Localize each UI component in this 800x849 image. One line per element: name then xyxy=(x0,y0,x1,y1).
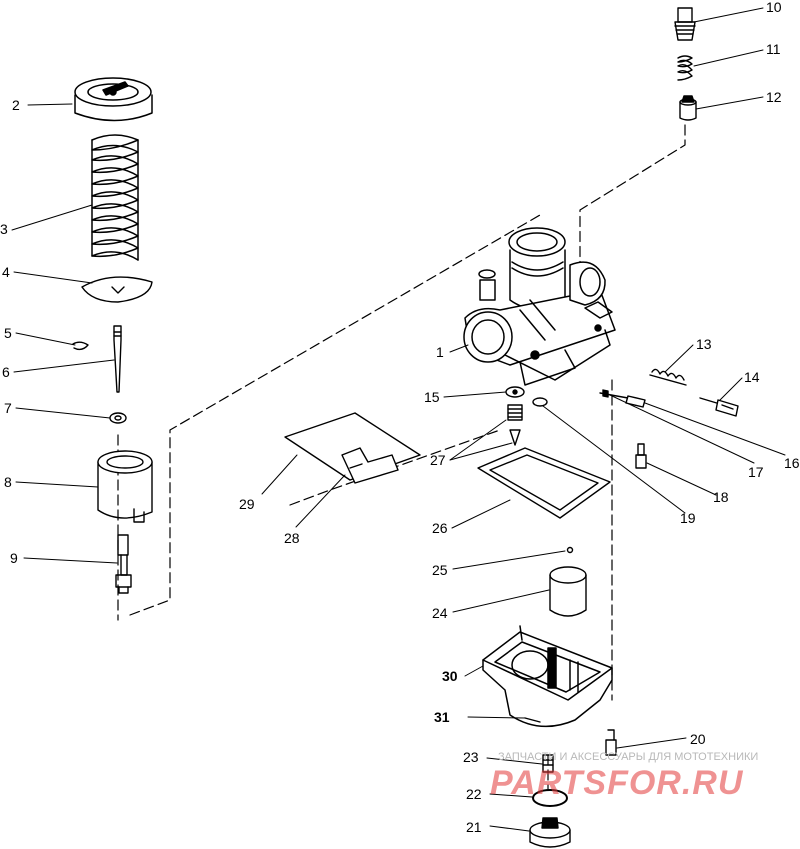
part-27-needle-valve xyxy=(507,404,523,446)
callout-9: 9 xyxy=(10,550,18,566)
callout-12: 12 xyxy=(766,89,782,105)
part-23-main-jet xyxy=(542,754,554,773)
watermark-site: PARTSFOR.RU xyxy=(490,764,744,802)
part-18-drain-screw xyxy=(635,443,647,469)
callout-3: 3 xyxy=(0,221,8,237)
callout-23: 23 xyxy=(463,749,479,765)
callout-1: 1 xyxy=(436,344,444,360)
part-21-plug xyxy=(529,817,571,848)
part-20-screw xyxy=(605,729,617,756)
callout-27: 27 xyxy=(430,452,446,468)
assembly-centerlines xyxy=(117,124,686,791)
part-4-plate xyxy=(81,276,153,303)
part-10-adjuster xyxy=(674,7,696,41)
callout-31: 31 xyxy=(434,709,450,725)
part-3-spring xyxy=(91,134,139,261)
part-7-washer xyxy=(109,412,127,424)
callout-11: 11 xyxy=(766,41,781,57)
callout-13: 13 xyxy=(696,336,712,352)
watermark-tagline: ЗАПЧАСТИ И АКСЕССУАРЫ ДЛЯ МОТОТЕХНИКИ xyxy=(498,751,759,763)
part-26-bowl-gasket xyxy=(477,447,611,519)
callout-2: 2 xyxy=(12,97,20,113)
part-9-needle-jet xyxy=(115,534,132,594)
callout-26: 26 xyxy=(432,520,448,536)
callout-4: 4 xyxy=(2,264,10,280)
part-30-float-bowl xyxy=(482,625,613,728)
callout-20: 20 xyxy=(690,731,706,747)
part-24-float xyxy=(549,566,587,617)
callout-22: 22 xyxy=(466,786,482,802)
callout-18: 18 xyxy=(713,489,729,505)
callout-5: 5 xyxy=(4,325,12,341)
callout-21: 21 xyxy=(466,819,482,835)
callout-7: 7 xyxy=(4,400,12,416)
callout-17: 17 xyxy=(748,464,764,480)
callout-25: 25 xyxy=(432,562,448,578)
callout-15: 15 xyxy=(424,389,440,405)
callout-24: 24 xyxy=(432,605,448,621)
part-31-drain-tube xyxy=(524,717,541,723)
part-11-spring xyxy=(677,55,693,81)
part-5-clip xyxy=(72,341,89,351)
callout-10: 10 xyxy=(766,0,782,15)
callout-14: 14 xyxy=(744,369,760,385)
part-28-float-arm xyxy=(341,447,399,484)
callout-16: 16 xyxy=(784,455,800,471)
part-29-gasket-plate xyxy=(284,412,421,481)
part-13-spring xyxy=(649,368,687,386)
part-22-o-ring xyxy=(532,789,568,807)
leader-lines xyxy=(11,7,786,832)
part-6-jet-needle xyxy=(113,325,122,393)
part-25-float-pin xyxy=(566,546,574,554)
callout-29: 29 xyxy=(239,496,255,512)
part-19-o-ring xyxy=(532,397,548,407)
part-16-17-air-screw xyxy=(599,389,646,408)
part-2-top-cap xyxy=(74,77,153,122)
callout-30: 30 xyxy=(442,668,458,684)
callout-8: 8 xyxy=(4,474,12,490)
callout-19: 19 xyxy=(680,510,696,526)
part-1-carburetor-body xyxy=(463,227,616,386)
part-14-stop-screw xyxy=(699,397,739,417)
part-8-throttle-valve xyxy=(97,450,153,523)
part-15-valve-seat xyxy=(505,386,525,398)
part-12-cap xyxy=(679,95,697,121)
callout-6: 6 xyxy=(2,364,10,380)
callout-28: 28 xyxy=(284,530,300,546)
